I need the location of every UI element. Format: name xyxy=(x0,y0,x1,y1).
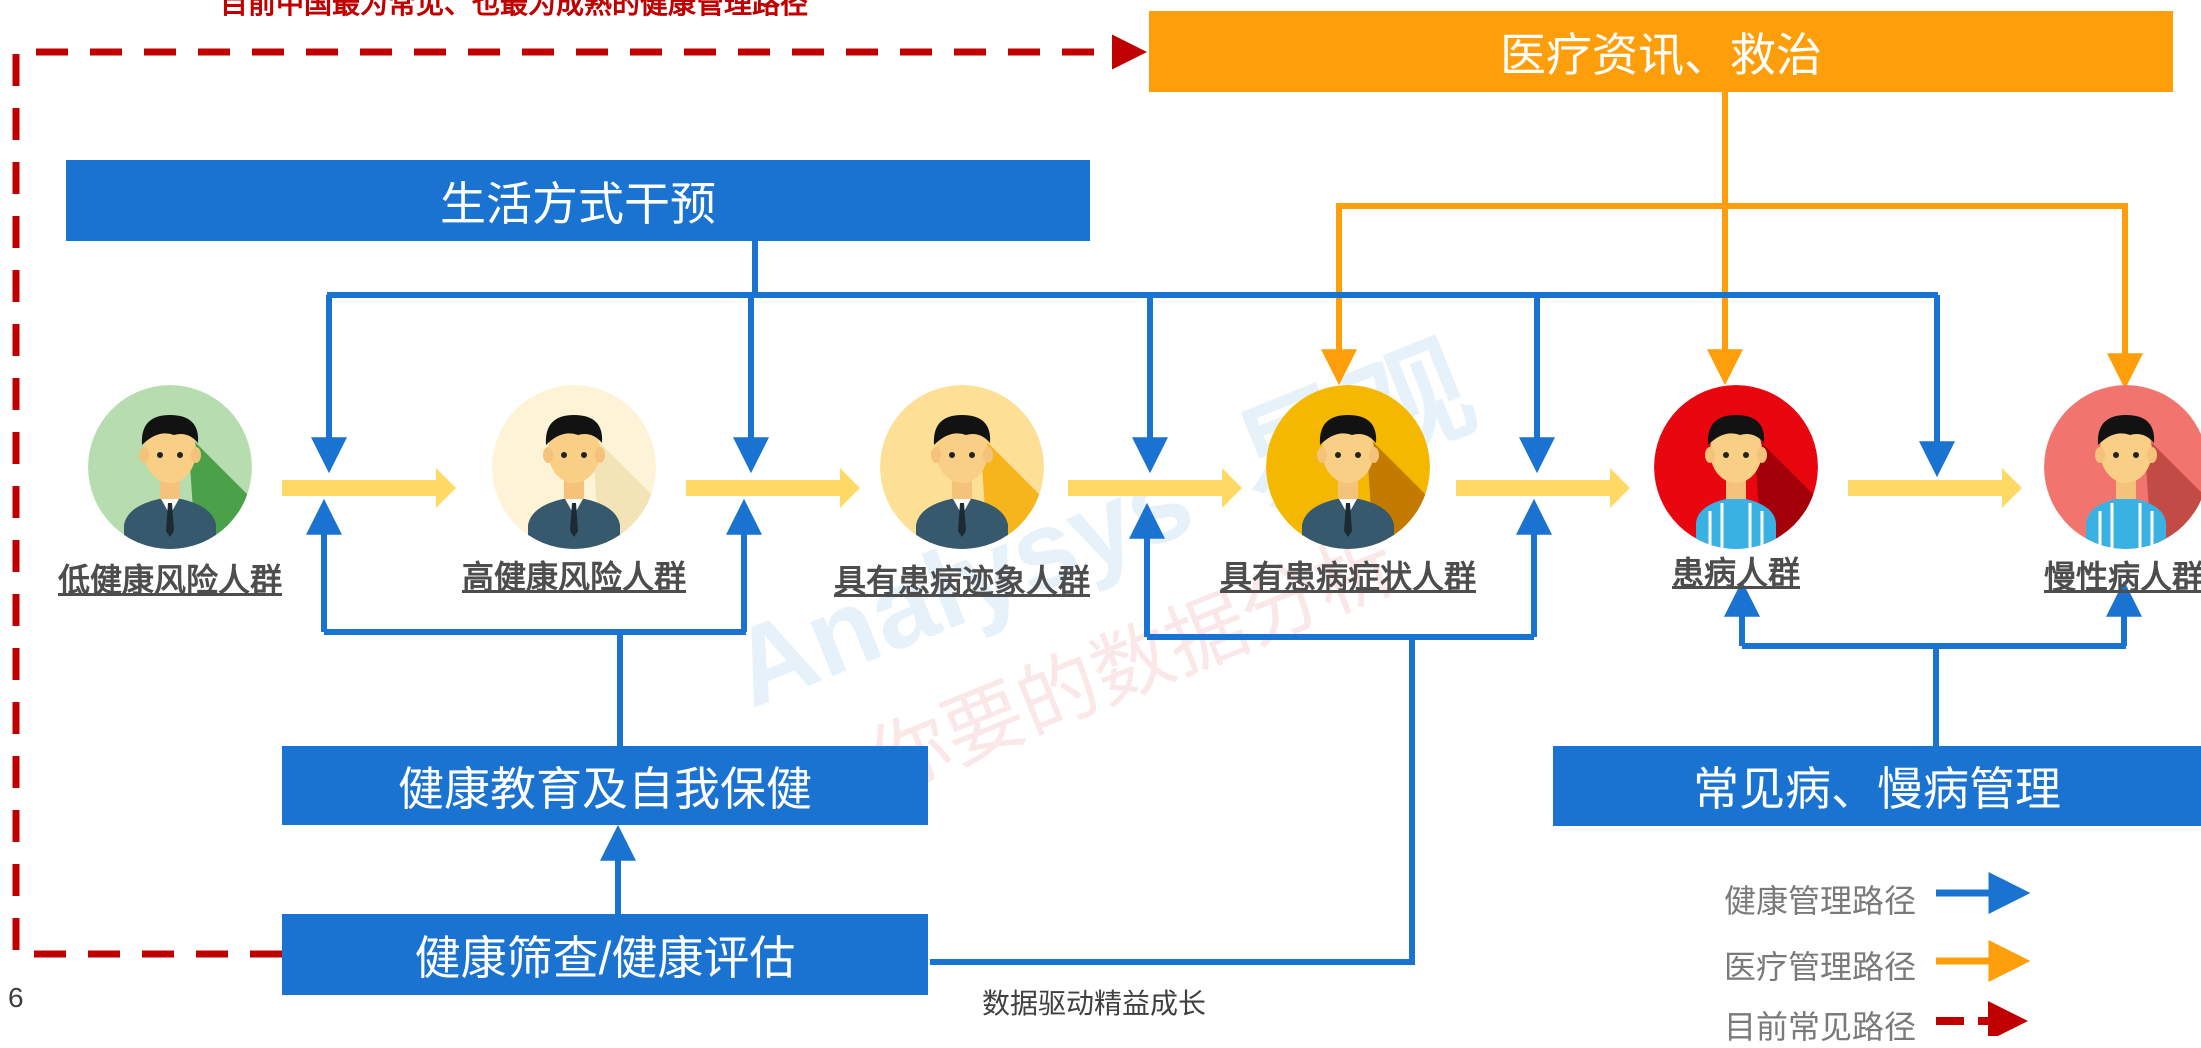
person-label: 患病人群 xyxy=(1671,555,1801,591)
person-label: 慢性病人群 xyxy=(2044,559,2201,595)
legend-label-medical: 医疗管理路径 xyxy=(1724,949,1917,985)
medical-path xyxy=(1321,92,2143,390)
person-label: 具有患病症状人群 xyxy=(1219,559,1477,595)
chronic-path xyxy=(1724,580,2142,748)
lifestyle-box: 生活方式干预 xyxy=(66,160,1090,241)
person-avatar xyxy=(1266,385,1430,549)
person-label: 低健康风险人群 xyxy=(57,562,283,598)
chronic-mgmt-box: 常见病、慢病管理 xyxy=(1553,746,2201,826)
top-note: 目前中国最为常见、也最为成熟的健康管理路径 xyxy=(220,0,809,19)
footer-slogan: 数据驱动精益成长 xyxy=(982,988,1207,1019)
legend-label-health: 健康管理路径 xyxy=(1724,883,1917,919)
medical-info-box: 医疗资讯、救治 xyxy=(1149,11,2173,92)
person-label: 具有患病迹象人群 xyxy=(833,563,1091,599)
person-avatar xyxy=(1654,385,1818,549)
progression-arrows xyxy=(282,468,2022,508)
person-avatar xyxy=(2044,385,2201,549)
lifestyle-path xyxy=(311,240,1955,478)
person-label: 高健康风险人群 xyxy=(461,559,687,595)
person-avatar xyxy=(88,385,252,549)
person-avatar xyxy=(492,385,656,549)
legend-lines xyxy=(1936,872,2031,1036)
screening-box: 健康筛查/健康评估 xyxy=(282,914,928,995)
person-avatar xyxy=(880,385,1044,549)
education-box: 健康教育及自我保健 xyxy=(282,746,928,825)
common-path-dashed xyxy=(12,34,1147,958)
page-number: 6 xyxy=(8,982,24,1013)
legend-label-common: 目前常见路径 xyxy=(1724,1009,1917,1045)
screening-path xyxy=(600,498,1552,965)
education-path xyxy=(306,498,762,748)
